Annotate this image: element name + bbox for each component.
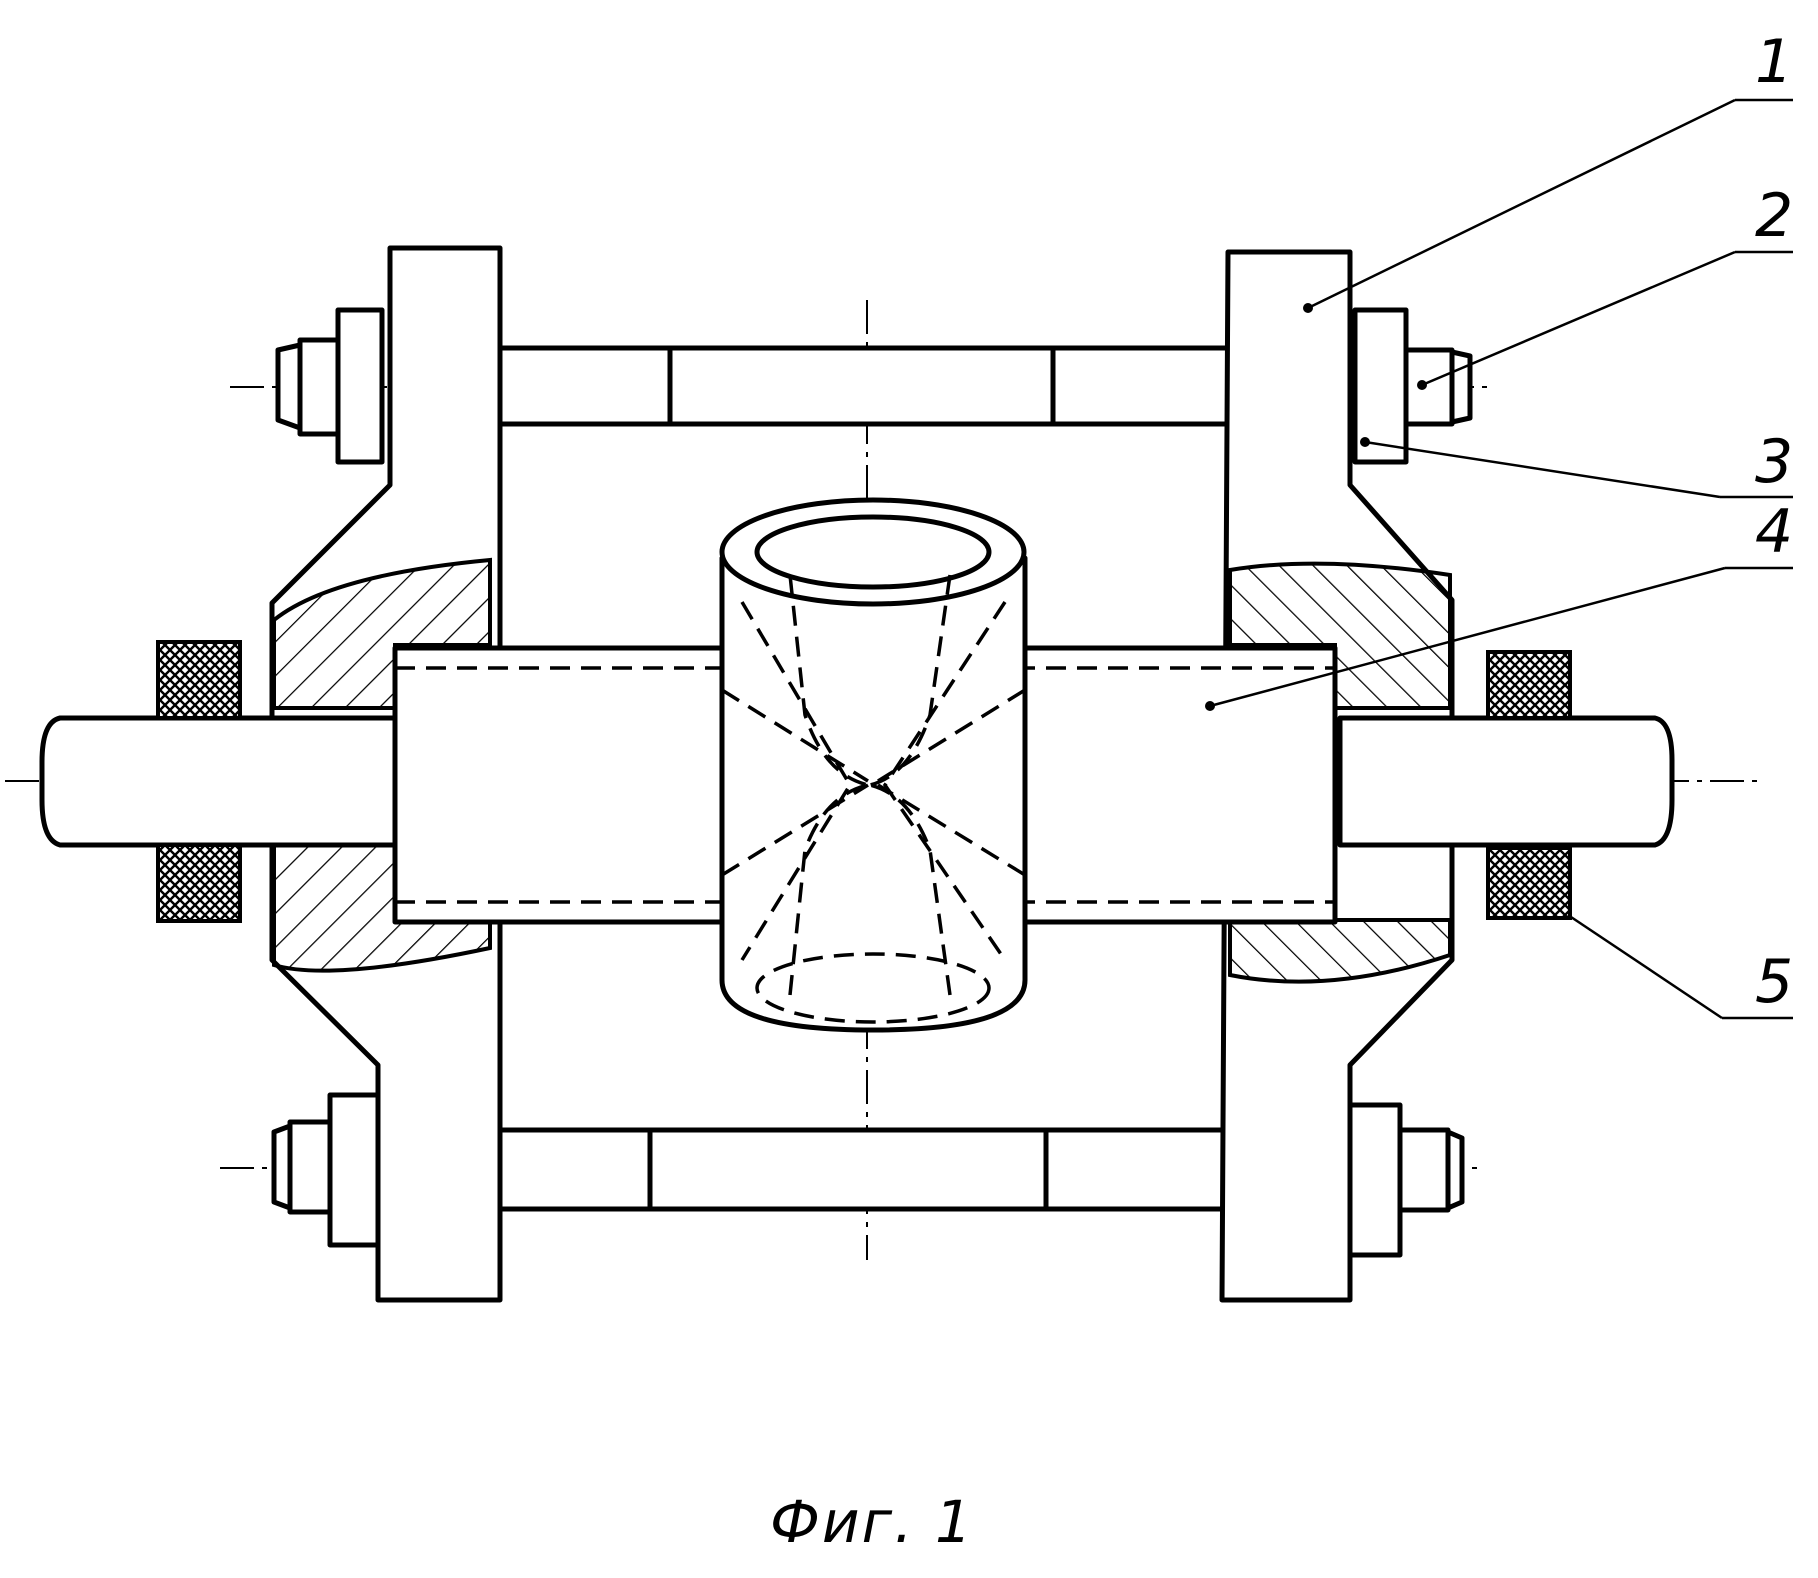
figure-caption: Фиг. 1 (770, 1488, 974, 1556)
part-label-4: 4 (1755, 497, 1793, 567)
cylinder (722, 500, 1025, 1030)
part-label-3: 3 (1755, 427, 1793, 497)
part-label-1: 1 (1755, 27, 1793, 97)
part-label-5: 5 (1755, 947, 1793, 1017)
part-label-2: 2 (1755, 181, 1793, 251)
